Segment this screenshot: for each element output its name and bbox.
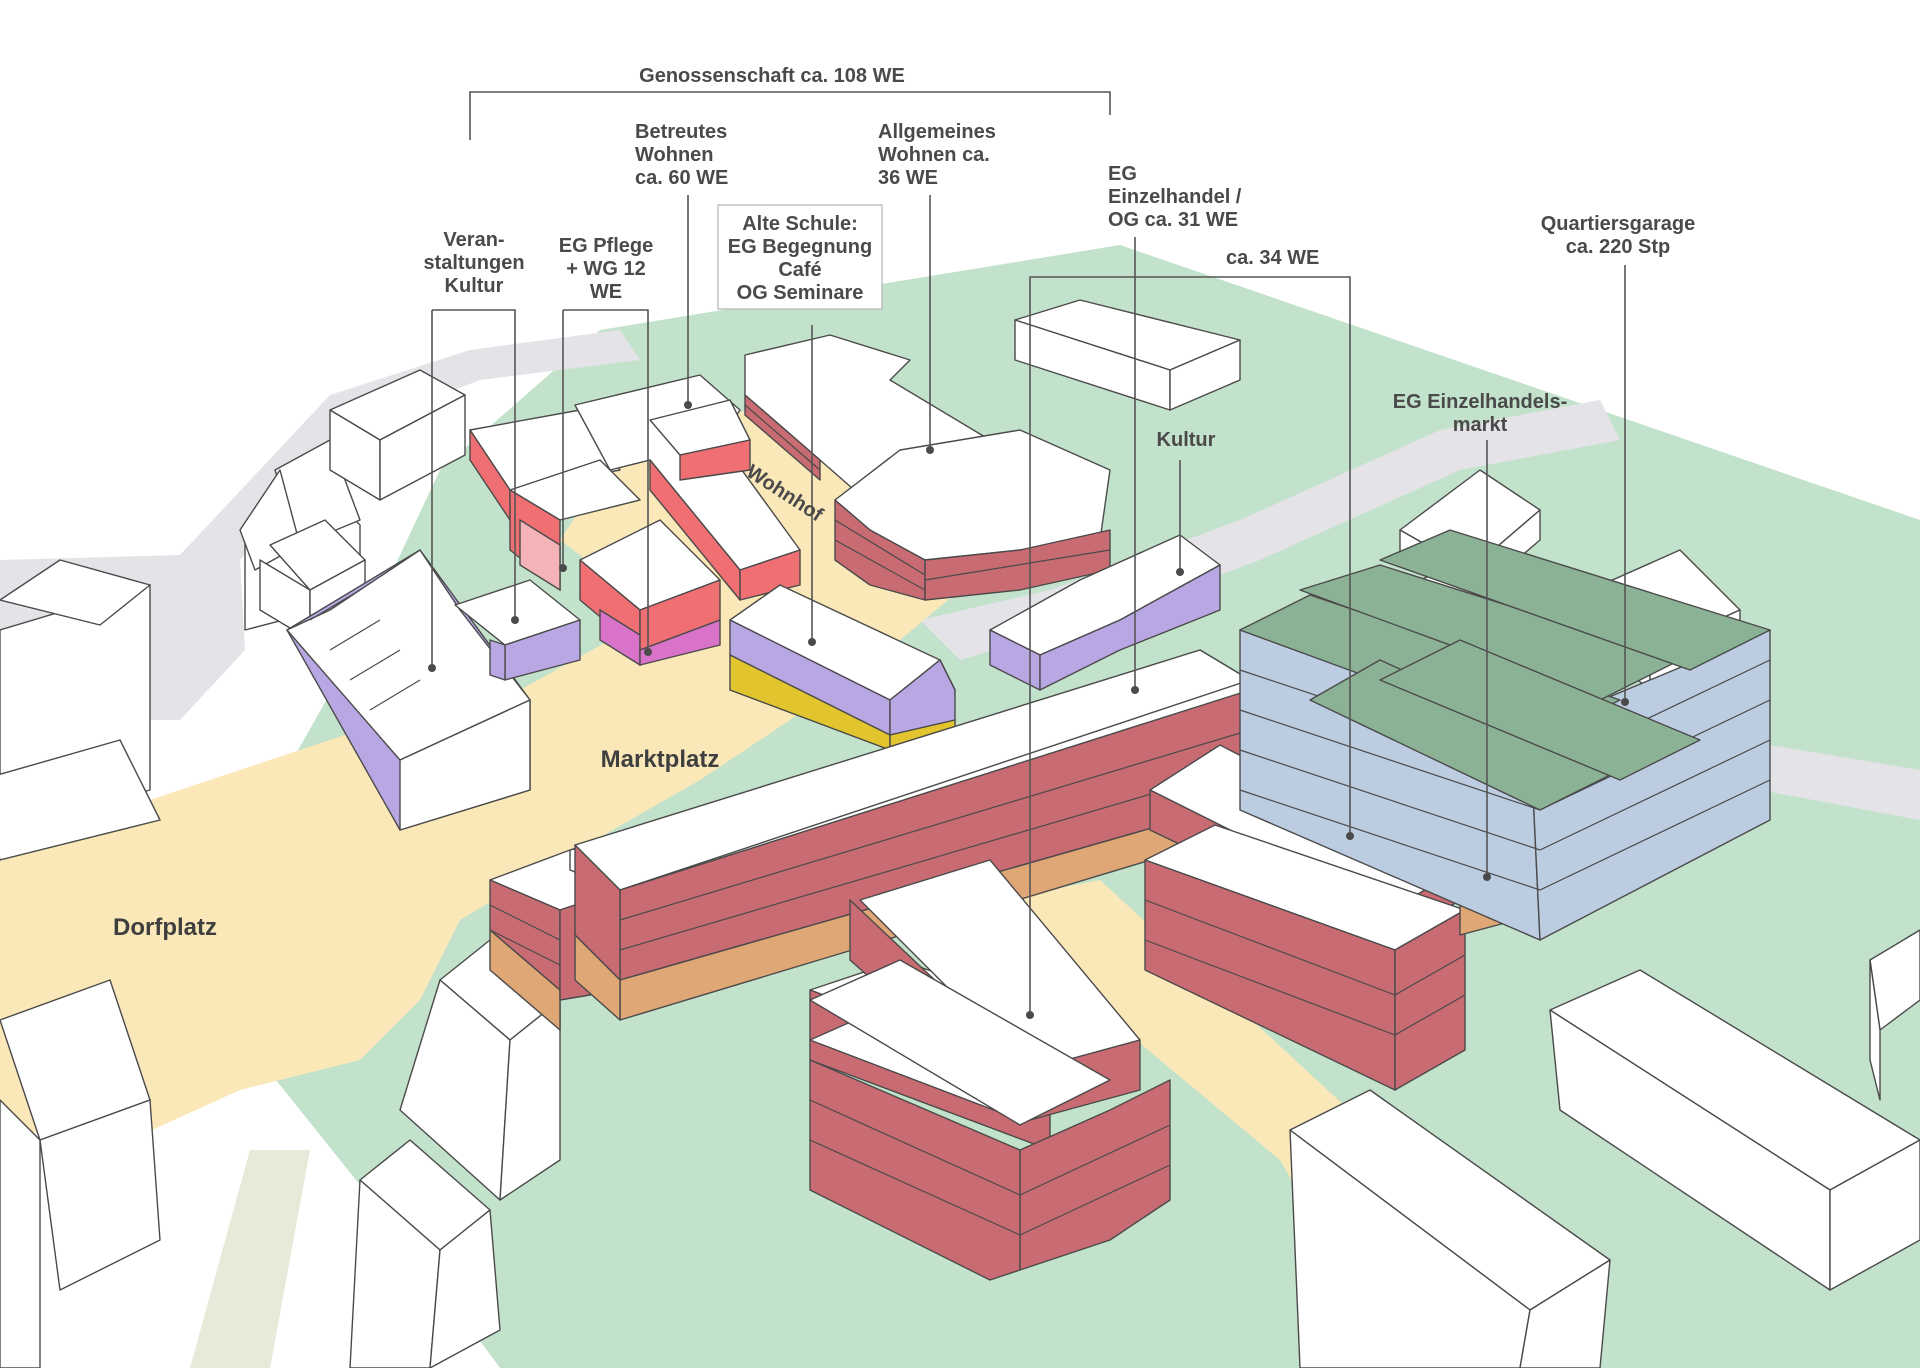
- label-ca34: ca. 34 WE: [1226, 247, 1319, 269]
- existing-building: [349, 1139, 501, 1368]
- label-eg-pflege-1: EG Pflege: [559, 235, 653, 257]
- road: [0, 330, 640, 720]
- building-alte-schule: [729, 584, 956, 752]
- label-alte-schule-3: Café: [778, 259, 821, 281]
- building-veranstaltungen: [286, 549, 531, 831]
- existing-building: [1289, 1089, 1611, 1368]
- footpath-lower-left: [190, 1150, 310, 1368]
- building-quartiersgarage: [1239, 529, 1771, 941]
- label-eg-pflege-2: + WG 12: [566, 258, 645, 280]
- label-einzelhandelsmarkt-2: markt: [1453, 414, 1508, 436]
- label-betreutes-1: Betreutes: [635, 121, 727, 143]
- label-kultur: Kultur: [1157, 429, 1216, 451]
- building-front-lower: [809, 859, 1171, 1281]
- label-quartiersgarage-1: Quartiersgarage: [1541, 213, 1696, 235]
- existing-building: [0, 559, 161, 861]
- label-genossenschaft: Genossenschaft ca. 108 WE: [639, 65, 905, 87]
- building-betreutes: [574, 374, 801, 601]
- label-betreutes-2: Wohnen: [635, 144, 714, 166]
- leader-lines: [428, 91, 1629, 1019]
- label-eg-einzelhandel-1: EG: [1108, 163, 1137, 185]
- label-eg-einzelhandel-2: Einzelhandel /: [1108, 186, 1242, 208]
- label-alte-schule-2: EG Begegnung: [728, 236, 872, 258]
- label-eg-einzelhandel-3: OG ca. 31 WE: [1108, 209, 1238, 231]
- label-veranstaltungen-2: staltungen: [423, 252, 524, 274]
- alte-schule-label-box: [717, 204, 883, 310]
- label-eg-pflege-3: WE: [590, 281, 622, 303]
- existing-building: [1549, 969, 1920, 1291]
- label-dorfplatz: Dorfplatz: [113, 914, 217, 941]
- label-betreutes-3: ca. 60 WE: [635, 167, 728, 189]
- existing-building: [1014, 299, 1241, 411]
- label-einzelhandelsmarkt-1: EG Einzelhandels-: [1393, 391, 1567, 413]
- building-allgemeines-main: [834, 429, 1111, 601]
- label-alte-schule-4: OG Seminare: [737, 282, 864, 304]
- road-south-east: [1740, 740, 1920, 820]
- label-veranstaltungen-1: Veran-: [443, 229, 504, 251]
- labels: Genossenschaft ca. 108 WE Betreutes Wohn…: [113, 65, 1695, 941]
- label-veranstaltungen-3: Kultur: [445, 275, 504, 297]
- building-culture-small: [454, 579, 581, 681]
- existing-building: [0, 979, 161, 1368]
- label-alte-schule-1: Alte Schule:: [742, 213, 858, 235]
- label-allgemeines-1: Allgemeines: [878, 121, 996, 143]
- existing-building: [399, 939, 561, 1201]
- label-allgemeines-2: Wohnen ca.: [878, 144, 990, 166]
- label-allgemeines-3: 36 WE: [878, 167, 938, 189]
- label-quartiersgarage-2: ca. 220 Stp: [1566, 236, 1671, 258]
- plaza: [0, 560, 960, 1140]
- label-marktplatz: Marktplatz: [601, 746, 720, 773]
- building-kultur: [989, 534, 1221, 691]
- existing-building: [1869, 929, 1920, 1101]
- building-pflege: [469, 409, 721, 667]
